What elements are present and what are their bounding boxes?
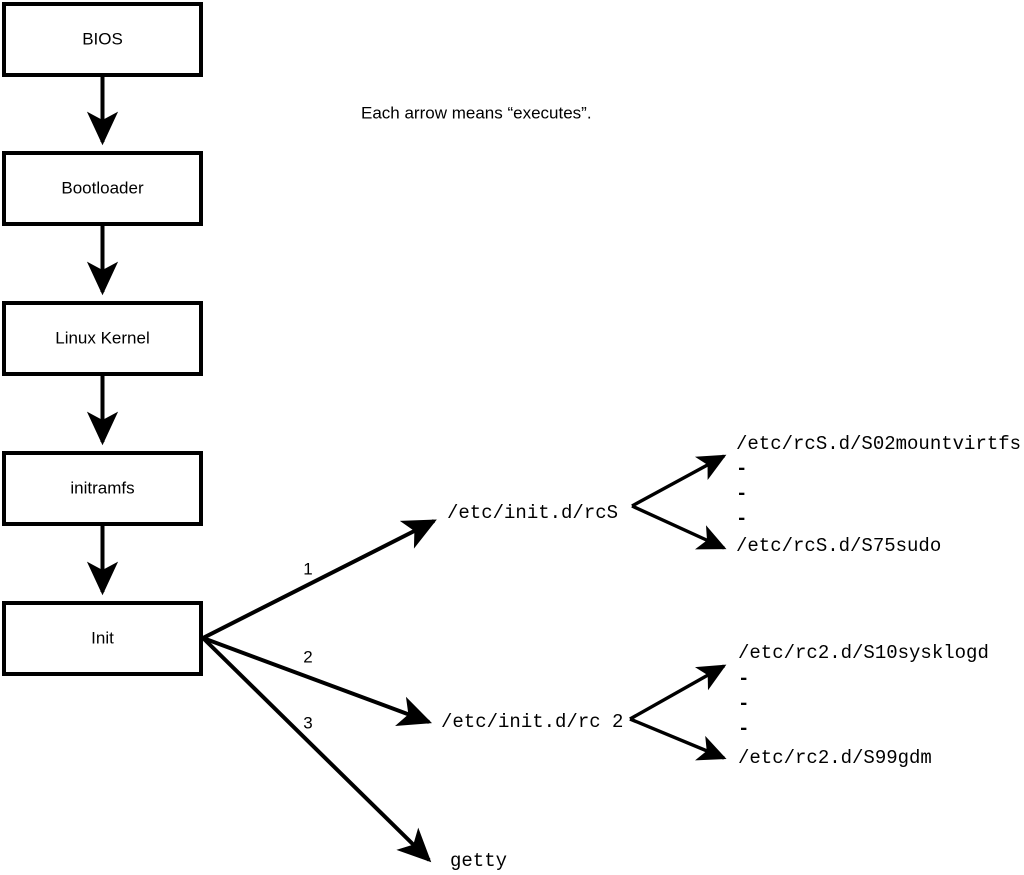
box-bootloader-label: Bootloader xyxy=(61,178,144,197)
label-etc-init-d-rc2: /etc/init.d/rc 2 xyxy=(441,711,623,733)
box-init-rect xyxy=(2,601,203,676)
box-linux-kernel: Linux Kernel xyxy=(2,301,203,376)
rc2-ellipsis-dash-3: - xyxy=(738,718,749,740)
rcs-ellipsis-dash-1: - xyxy=(736,458,747,480)
arrow-rcs-to-last-script xyxy=(631,504,727,550)
branch-order-numbers: 1 2 3 xyxy=(303,559,312,732)
box-init: Init xyxy=(2,601,203,676)
box-init-label: Init xyxy=(91,628,114,647)
arrow-init-to-getty xyxy=(201,636,432,863)
box-initramfs: initramfs xyxy=(2,451,203,526)
branch-target-labels: /etc/init.d/rcS /etc/init.d/rc 2 getty xyxy=(441,502,623,872)
box-linux-kernel-label: Linux Kernel xyxy=(55,328,150,347)
arrow-init-to-rc2 xyxy=(202,636,432,727)
rcs-ellipsis-dash-2: - xyxy=(736,483,747,505)
box-bootloader: Bootloader xyxy=(2,151,203,226)
label-etc-init-d-rcs: /etc/init.d/rcS xyxy=(447,502,618,524)
arrow-rc2-to-first-script xyxy=(629,664,727,721)
boot-chain-boxes: BIOS Bootloader Linux Kernel initramfs I… xyxy=(2,2,203,676)
arrow-rc2-to-last-script xyxy=(629,717,727,761)
box-initramfs-rect xyxy=(2,451,203,526)
arrow-init-to-rcs xyxy=(202,519,437,640)
branch-number-1: 1 xyxy=(303,559,312,578)
label-rcs-first-script: /etc/rcS.d/S02mountvirtfs xyxy=(736,433,1021,455)
box-bios-rect xyxy=(2,2,203,77)
branch-number-2: 2 xyxy=(303,647,312,666)
box-initramfs-label: initramfs xyxy=(70,478,134,497)
box-bootloader-rect xyxy=(2,151,203,226)
label-getty: getty xyxy=(450,850,507,872)
rc2-ellipsis-dash-1: - xyxy=(738,668,749,690)
label-rc2-last-script: /etc/rc2.d/S99gdm xyxy=(738,747,932,769)
arrow-rcs-to-first-script xyxy=(631,454,727,508)
rc2-subbranch: /etc/rc2.d/S10sysklogd - - - /etc/rc2.d/… xyxy=(629,642,989,769)
rcs-ellipsis-dash-3: - xyxy=(736,508,747,530)
branch-number-3: 3 xyxy=(303,713,312,732)
rcs-subbranch: /etc/rcS.d/S02mountvirtfs - - - /etc/rcS… xyxy=(631,433,1021,557)
label-rcs-last-script: /etc/rcS.d/S75sudo xyxy=(736,535,941,557)
diagram-caption: Each arrow means “executes”. xyxy=(361,103,592,122)
rc2-ellipsis-dash-2: - xyxy=(738,693,749,715)
label-rc2-first-script: /etc/rc2.d/S10sysklogd xyxy=(738,642,989,664)
box-bios: BIOS xyxy=(2,2,203,77)
box-linux-kernel-rect xyxy=(2,301,203,376)
box-bios-label: BIOS xyxy=(82,29,123,48)
init-branch-arrows xyxy=(201,519,437,863)
